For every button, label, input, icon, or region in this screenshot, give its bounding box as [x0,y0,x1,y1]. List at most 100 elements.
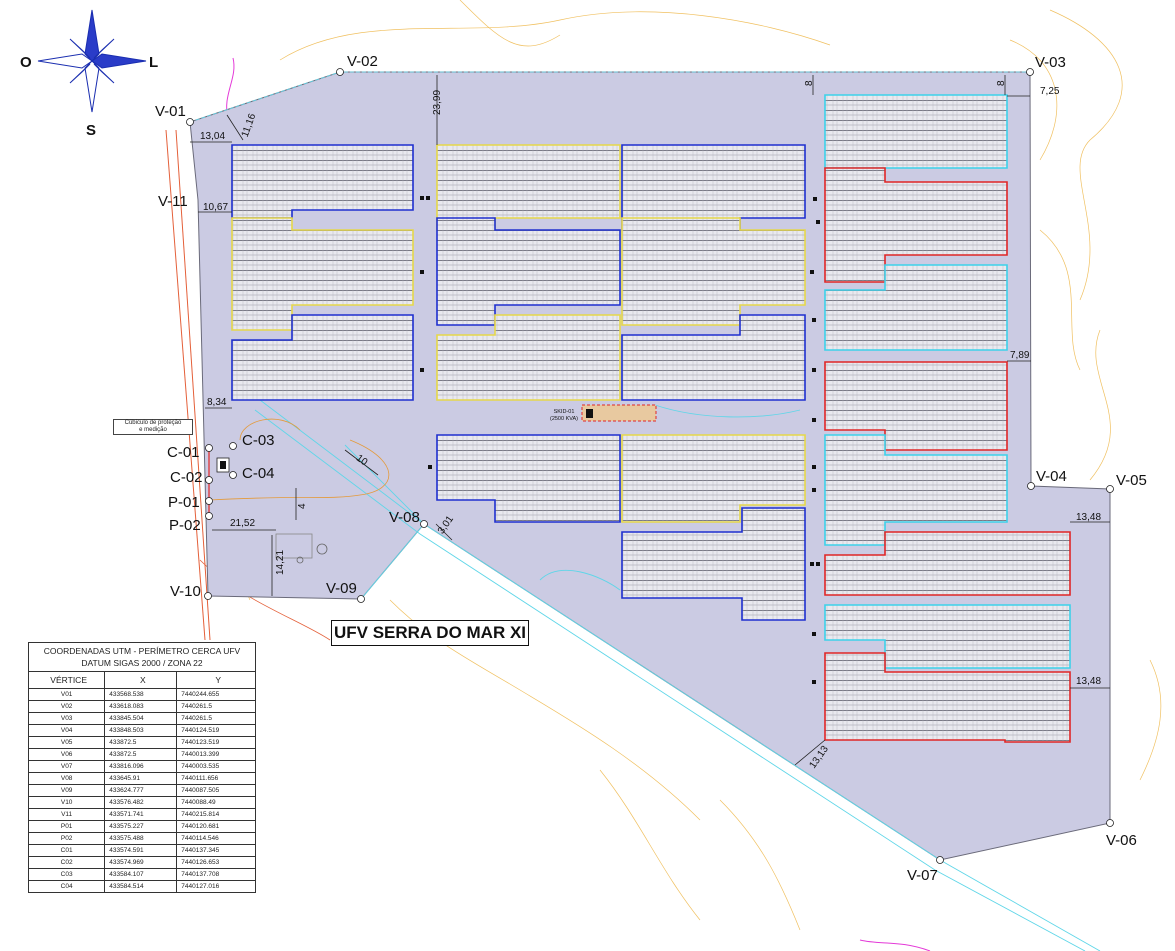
table-cell-x: 433576.482 [104,796,178,809]
table-cell-vertex: V02 [27,700,106,713]
dim-4: 4 [297,503,308,509]
table-caption-line2: DATUM SIGAS 2000 / ZONA 22 [81,658,203,668]
pv-block-yellow-1 [231,217,414,331]
pv-block-yellow-4 [621,217,806,326]
table-cell-vertex: V06 [27,748,106,761]
table-cell-vertex: V09 [27,784,106,797]
access-road [254,399,1101,951]
pv-block-blue-5 [621,314,806,401]
table-cell-y: 7440137.708 [176,868,256,881]
pv-block-cyan-2 [824,264,1008,351]
vertex-label-v05: V-05 [1116,472,1147,489]
table-cell-x: 433848.503 [104,724,178,737]
cubicle-label-line2: e medição [139,427,167,433]
table-cell-y: 7440087.505 [176,784,256,797]
table-cell-vertex: C03 [27,868,106,881]
skid-transformer [581,404,657,422]
vertex-label-v10: V-10 [170,583,201,600]
dim-21-52: 21,52 [230,518,255,529]
table-cell-vertex: V05 [27,736,106,749]
table-cell-x: 433575.227 [104,820,178,833]
compass-south-label: S [86,122,96,139]
pv-block-cyan-1 [824,94,1008,169]
table-cell-y: 7440111.656 [176,772,256,785]
table-cell-vertex: P02 [27,832,106,845]
pv-block-cyan-3 [824,434,1008,546]
vertex-markers [186,68,1114,864]
dim-13-48-bottom: 13,48 [1076,676,1101,687]
vertex-label-v08: V-08 [389,509,420,526]
skid-capacity-label: (2500 KVA) [550,416,578,422]
table-cell-x: 433645.91 [104,772,178,785]
vertex-label-v04: V-04 [1036,468,1067,485]
table-cell-x: 433618.083 [104,700,178,713]
table-header-vertice: VÉRTICE [27,671,106,689]
compass-east-label: L [149,54,158,71]
dim-10-67: 10,67 [203,202,228,213]
table-cell-y: 7440261.5 [176,712,256,725]
table-cell-y: 7440120.681 [176,820,256,833]
table-cell-y: 7440124.519 [176,724,256,737]
pv-block-red-3 [824,531,1071,596]
vertex-label-v01: V-01 [155,103,186,120]
table-cell-y: 7440127.016 [176,880,256,893]
table-cell-vertex: V04 [27,724,106,737]
vertex-label-v07: V-07 [907,867,938,884]
table-cell-vertex: V01 [27,688,106,701]
dim-8-right: 8 [996,80,1007,86]
dimension-lines [190,75,1110,766]
skid-label: SKID-01 [554,409,575,415]
table-header-x: X [104,671,178,689]
pv-block-blue-1 [231,144,414,219]
table-cell-x: 433575.488 [104,832,178,845]
table-cell-y: 7440013.399 [176,748,256,761]
table-cell-y: 7440261.5 [176,700,256,713]
table-cell-x: 433574.969 [104,856,178,869]
pv-block-red-4 [824,652,1071,743]
vertex-label-p02: P-02 [169,517,201,534]
table-cell-y: 7440003.535 [176,760,256,773]
internal-paths [209,418,390,501]
table-cell-vertex: C02 [27,856,106,869]
table-cell-vertex: C01 [27,844,106,857]
dim-7-89: 7,89 [1010,350,1030,361]
dim-13-48-top: 13,48 [1076,512,1101,523]
table-cell-y: 7440114.546 [176,832,256,845]
table-cell-vertex: V07 [27,760,106,773]
table-cell-vertex: V08 [27,772,106,785]
pv-block-blue-3 [436,217,621,326]
vertex-label-v06: V-06 [1106,832,1137,849]
inverter-stations [420,196,820,684]
table-cell-x: 433872.5 [104,748,178,761]
table-cell-x: 433845.504 [104,712,178,725]
table-cell-x: 433624.777 [104,784,178,797]
vertex-label-c01: C-01 [167,444,200,461]
table-cell-vertex: C04 [27,880,106,893]
table-header-y: Y [176,671,256,689]
table-caption-line1: COORDENADAS UTM - PERÍMETRO CERCA UFV [43,646,241,656]
pv-block-blue-7 [621,507,806,621]
plan-title: UFV SERRA DO MAR XI [331,620,529,646]
table-cell-vertex: V11 [27,808,106,821]
utm-coordinates-table: COORDENADAS UTM - PERÍMETRO CERCA UFV DAT… [27,642,256,893]
pv-block-yellow-3 [436,314,621,401]
table-cell-y: 7440244.655 [176,688,256,701]
table-cell-y: 7440123.519 [176,736,256,749]
dim-13-04: 13,04 [200,131,225,142]
